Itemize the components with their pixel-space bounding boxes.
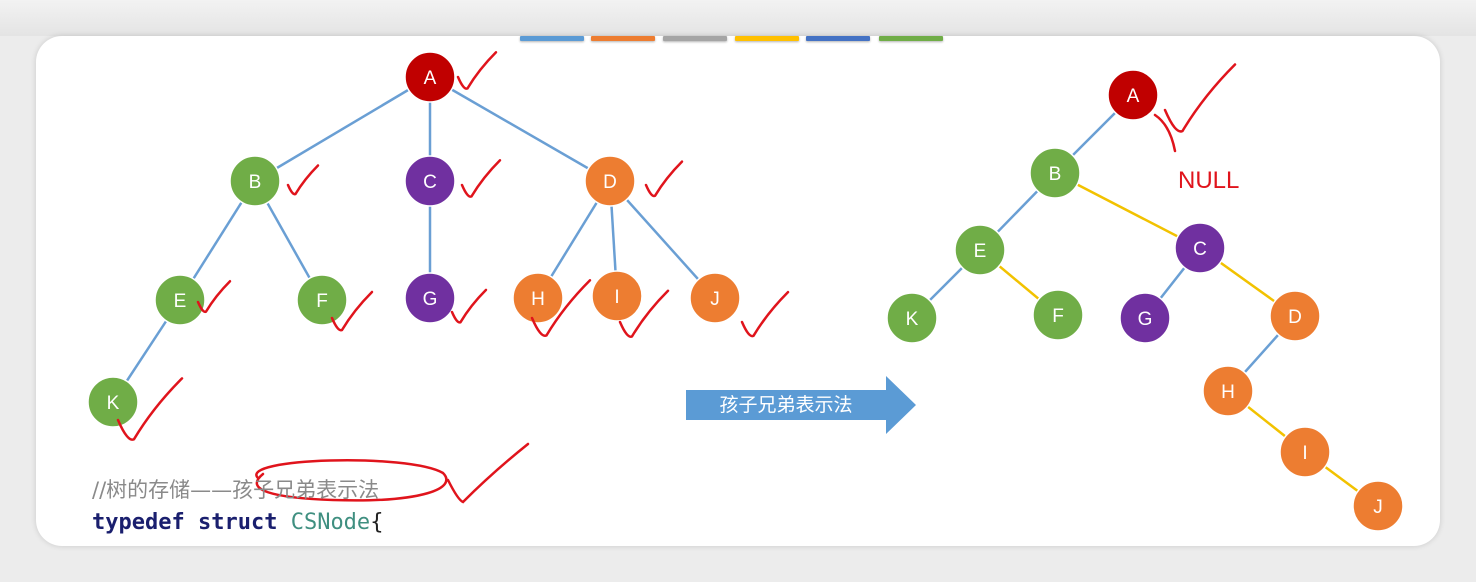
left-node-label: F [316,291,328,312]
check-mark-icon [456,51,498,90]
left-node-label: A [424,68,437,89]
right-node-K: K [886,292,938,344]
keyword-typedef: typedef [92,510,185,535]
left-node-label: K [107,393,120,414]
right-node-label: K [906,309,919,330]
left-node-H: H [512,272,564,324]
circle-annotation [255,459,448,502]
left-edge-A-D [429,75,611,183]
right-edge-B-C [1054,171,1201,250]
arrow-right-icon [686,376,916,434]
left-node-label: I [614,287,619,308]
right-node-label: H [1221,382,1235,403]
check-mark-icon [196,279,232,314]
null-annotation: NULL [1178,167,1239,194]
color-swatch-darkblue [806,36,870,41]
null-pointer-stroke [1153,113,1177,153]
arrow-label: 孩子兄弟表示法 [719,394,853,416]
check-mark-icon [644,160,684,198]
left-node-label: B [249,172,262,193]
color-swatch-gray [663,36,727,41]
left-node-E: E [154,274,206,326]
right-node-E: E [954,224,1006,276]
check-mark-icon [330,290,374,332]
right-node-label: G [1138,309,1153,330]
check-mark-icon [450,288,488,324]
right-node-label: C [1193,239,1207,260]
left-node-C: C [404,155,456,207]
handwritten-annotations [116,51,1237,504]
color-swatch-blue [520,36,584,41]
left-node-D: D [584,155,636,207]
check-mark-icon [1163,63,1237,133]
left-node-J: J [689,272,741,324]
left-node-label: G [423,289,438,310]
right-node-B: B [1029,147,1081,199]
keyword-struct: struct [197,510,278,535]
right-node-label: D [1288,307,1302,328]
right-node-label: A [1127,86,1140,107]
right-node-label: J [1373,497,1383,518]
left-edge-D-J [609,180,716,299]
right-node-H: H [1202,365,1254,417]
right-node-label: B [1049,164,1062,185]
left-node-I: I [591,270,643,322]
left-node-label: D [603,172,617,193]
left-edge-A-B [254,75,431,183]
left-node-K: K [87,376,139,428]
color-swatch-yellow [735,36,799,41]
color-swatch-green [879,36,943,41]
check-mark-icon [530,279,592,337]
left-node-label: C [423,172,437,193]
check-mark-icon [446,442,530,504]
right-node-J: J [1352,480,1404,532]
left-node-G: G [404,272,456,324]
code-line: typedef struct CSNode{ [92,510,383,535]
right-node-A: A [1107,69,1159,121]
right-node-label: I [1302,443,1307,464]
right-node-F: F [1032,289,1084,341]
right-node-label: F [1052,306,1064,327]
right-node-D: D [1269,290,1321,342]
color-swatch-orange [591,36,655,41]
window-top-bar [0,0,1476,36]
check-mark-icon [740,290,790,338]
left-node-label: E [174,291,187,312]
left-node-A: A [404,51,456,103]
right-node-label: E [974,241,987,262]
right-node-I: I [1279,426,1331,478]
right-node-G: G [1119,292,1171,344]
check-mark-icon [618,289,670,338]
left-node-label: J [710,289,720,310]
type-name: CSNode [290,510,371,535]
left-node-F: F [296,274,348,326]
check-mark-icon [286,164,320,196]
code-comment: //树的存储——孩子兄弟表示法 [92,478,380,502]
brace: { [370,510,384,535]
left-node-B: B [229,155,281,207]
right-node-C: C [1174,222,1226,274]
left-node-label: H [531,289,545,310]
check-mark-icon [116,377,184,441]
check-mark-icon [460,159,502,198]
